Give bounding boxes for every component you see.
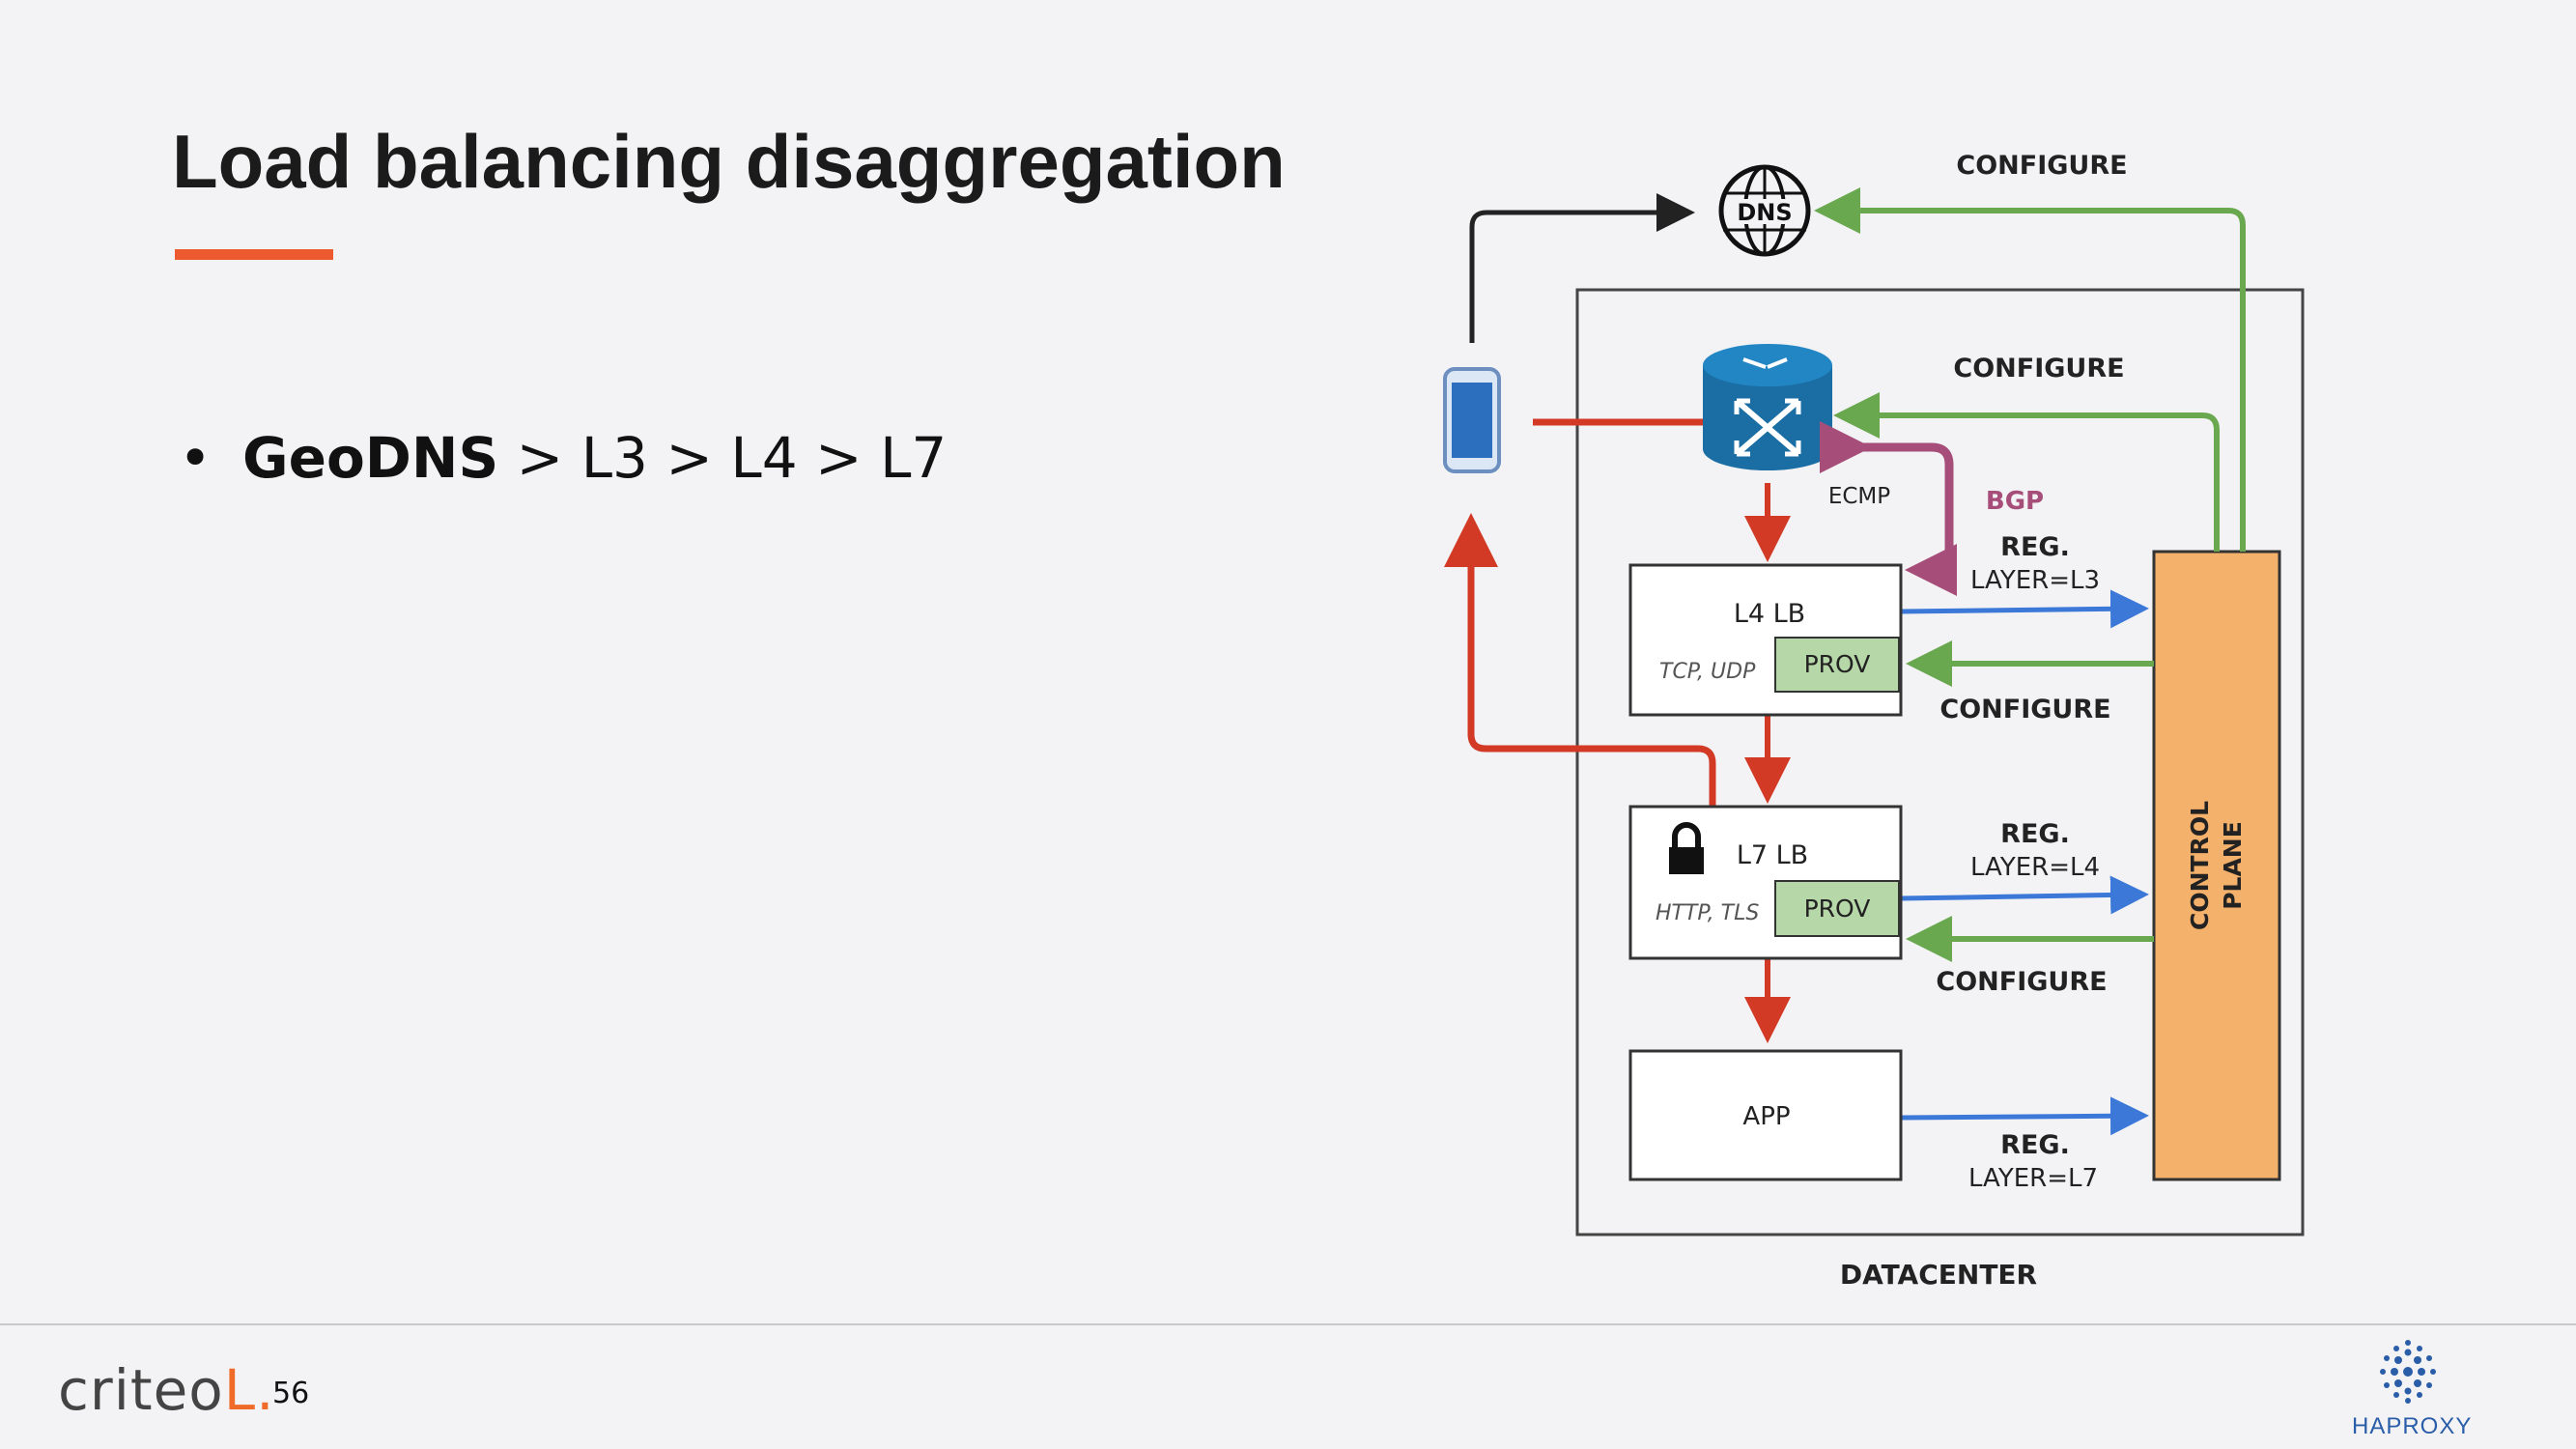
control-plane-box bbox=[2152, 550, 2281, 1181]
bullet-item: • GeoDNS > L3 > L4 > L7 bbox=[179, 425, 947, 491]
response-return-arrow bbox=[1444, 513, 1716, 807]
configure-router-arrow bbox=[1833, 392, 2220, 552]
reg-label-l3: REG. bbox=[2000, 532, 2070, 562]
bullet-dot: • bbox=[179, 425, 212, 491]
bullet-strong-text: GeoDNS bbox=[242, 425, 499, 491]
reg-label-l4: REG. bbox=[2000, 819, 2070, 849]
bullet-rest-text: > L3 > L4 > L7 bbox=[498, 425, 948, 491]
page-number: 56 bbox=[272, 1377, 310, 1410]
phone-icon bbox=[1443, 367, 1501, 473]
layer-label-l4: LAYER=L4 bbox=[1970, 853, 2100, 882]
control-plane-label-1: CONTROL bbox=[2186, 801, 2214, 930]
ecmp-label: ECMP bbox=[1828, 484, 1890, 509]
dns-label: DNS bbox=[1737, 199, 1792, 226]
criteo-logo-mark: L. bbox=[223, 1357, 275, 1423]
bgp-label: BGP bbox=[1986, 487, 2044, 516]
l4-prov-box bbox=[1774, 637, 1900, 693]
app-label: APP bbox=[1742, 1102, 1790, 1131]
bgp-arrow bbox=[1820, 421, 1957, 596]
register-l4-arrow bbox=[1900, 875, 2149, 915]
dns-query-arrow bbox=[1469, 193, 1695, 343]
footer-divider bbox=[0, 1323, 2576, 1325]
datacenter-label: DATACENTER bbox=[1840, 1259, 2037, 1291]
title-underline bbox=[175, 249, 333, 260]
router-icon bbox=[1703, 344, 1832, 470]
criteo-logo-text: criteo bbox=[58, 1357, 224, 1423]
l7-prov-box bbox=[1774, 880, 1900, 937]
register-l3-arrow bbox=[1900, 589, 2149, 629]
app-box bbox=[1628, 1049, 1903, 1181]
configure-label-router: CONFIGURE bbox=[1953, 354, 2124, 384]
l4-lb-title: L4 LB bbox=[1734, 599, 1805, 629]
haproxy-logo-text: HAPROXY bbox=[2352, 1413, 2473, 1439]
register-l7-arrow bbox=[1900, 1096, 2149, 1136]
configure-label-l4: CONFIGURE bbox=[1939, 695, 2110, 724]
l7-lb-title: L7 LB bbox=[1737, 840, 1808, 870]
datacenter-box bbox=[1575, 288, 2305, 1236]
slide-title: Load balancing disaggregation bbox=[172, 119, 1286, 204]
l7-prov-label: PROV bbox=[1804, 895, 1871, 923]
reg-label-app: REG. bbox=[2000, 1130, 2070, 1160]
l4-lb-protocols: TCP, UDP bbox=[1659, 660, 1756, 684]
criteo-logo: criteoL. bbox=[58, 1357, 275, 1423]
layer-label-l7: LAYER=L7 bbox=[1968, 1164, 2098, 1193]
lock-icon bbox=[1669, 822, 1704, 874]
configure-dns-arrow bbox=[1814, 187, 2246, 552]
haproxy-logo-icon bbox=[2380, 1340, 2436, 1404]
layer-label-l3: LAYER=L3 bbox=[1970, 566, 2100, 595]
dns-globe-icon: DNS bbox=[1718, 164, 1811, 257]
l7-lb-protocols: HTTP, TLS bbox=[1656, 901, 1759, 925]
l4-prov-label: PROV bbox=[1804, 650, 1871, 678]
configure-label-dns: CONFIGURE bbox=[1956, 151, 2127, 181]
control-plane-label-2: PLANE bbox=[2219, 821, 2247, 910]
configure-label-l7: CONFIGURE bbox=[1936, 967, 2107, 997]
